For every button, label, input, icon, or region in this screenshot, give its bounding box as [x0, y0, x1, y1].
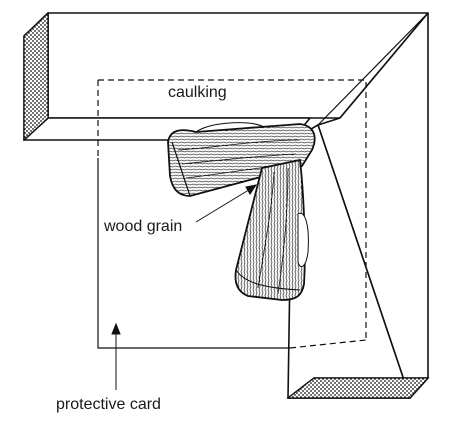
- vertical-section: [234, 158, 309, 301]
- end-grain-left: [23, 11, 49, 142]
- wood-grain-label: wood grain: [104, 218, 183, 235]
- end-grain-bottom: [286, 377, 430, 399]
- wood-grain-leader: [195, 184, 258, 223]
- corner-diagonal: [317, 12, 429, 126]
- frame-body: [23, 12, 429, 399]
- horizontal-section: [167, 123, 316, 197]
- protective-card-label: protective card: [56, 396, 161, 413]
- protective-card-leader: [111, 322, 121, 390]
- caulking-label: caulking: [168, 84, 227, 101]
- protective-card: [97, 79, 367, 349]
